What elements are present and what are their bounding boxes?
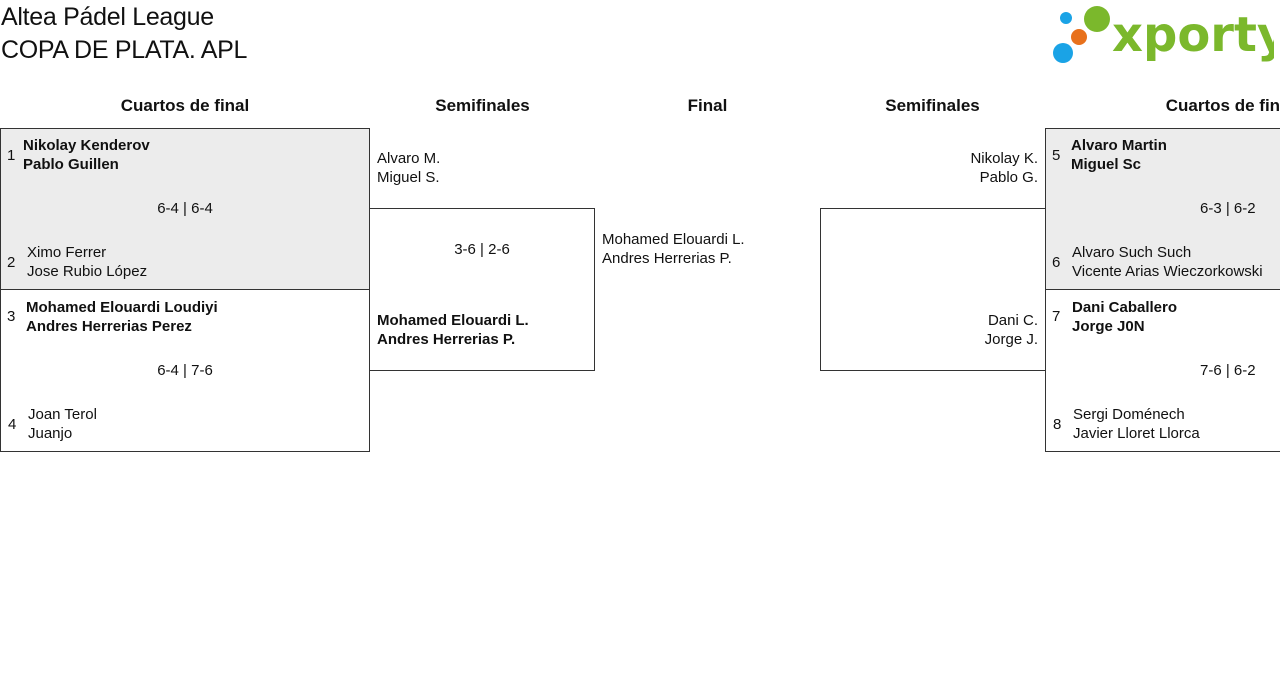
player-name: Andres Herrerias P. xyxy=(377,331,516,348)
column-header-right-quarterfinals: Cuartos de final xyxy=(1165,96,1280,115)
team-pair[interactable]: Mohamed Elouardi L. Andres Herrerias P. xyxy=(377,311,529,349)
player-name: Andres Herrerias Perez xyxy=(26,318,192,335)
player-name: Mohamed Elouardi Loudiyi xyxy=(26,299,218,316)
xporty-logo: xporty xyxy=(1053,6,1274,63)
column-header-final: Final xyxy=(687,96,728,115)
player-name: Joan Terol xyxy=(28,406,97,423)
right-qf-match-1[interactable] xyxy=(1045,128,1280,290)
player-name: Andres Herrerias P. xyxy=(602,250,732,267)
team-pair[interactable]: Sergi Doménech Javier Lloret Llorca xyxy=(1073,405,1200,443)
player-name: Mohamed Elouardi L. xyxy=(602,231,745,248)
team-pair[interactable]: Nikolay K. Pablo G. xyxy=(970,149,1038,187)
player-name: Pablo Guillen xyxy=(23,156,119,173)
logo-dot-green xyxy=(1084,6,1110,32)
column-header-left-quarterfinals: Cuartos de final xyxy=(120,96,250,115)
match-score: 6-4 | 6-4 xyxy=(157,200,213,217)
player-name: Alvaro Such Such xyxy=(1072,244,1192,261)
player-name: Alvaro M. xyxy=(377,150,441,167)
team-pair[interactable]: Dani Caballero Jorge J0N xyxy=(1072,298,1177,336)
team-pair[interactable]: Alvaro Such Such Vicente Arias Wieczorko… xyxy=(1072,243,1263,281)
seed-number: 5 xyxy=(1052,147,1061,164)
player-name: Pablo G. xyxy=(979,169,1038,186)
player-name: Dani C. xyxy=(987,312,1038,329)
player-name: Nikolay K. xyxy=(970,150,1038,167)
finalist-pair[interactable]: Mohamed Elouardi L. Andres Herrerias P. xyxy=(602,230,745,268)
player-name: Vicente Arias Wieczorkowski xyxy=(1072,263,1263,280)
player-name: Juanjo xyxy=(28,425,73,442)
player-name: Sergi Doménech xyxy=(1073,406,1185,423)
match-score: 6-4 | 7-6 xyxy=(157,362,213,379)
right-qf-match-2[interactable] xyxy=(1045,289,1280,452)
column-header-left-semifinals: Semifinales xyxy=(435,96,530,115)
cup-title: COPA DE PLATA. APL xyxy=(1,36,248,64)
team-pair[interactable]: Alvaro M. Miguel S. xyxy=(377,149,440,187)
player-name: Alvaro Martin xyxy=(1071,137,1167,154)
logo-dot-orange xyxy=(1071,29,1087,45)
player-name: Ximo Ferrer xyxy=(27,244,107,261)
team-pair[interactable]: Joan Terol Juanjo xyxy=(28,405,97,443)
player-name: Miguel S. xyxy=(377,169,440,186)
player-name: Jose Rubio López xyxy=(27,263,148,280)
match-score: 3-6 | 2-6 xyxy=(454,241,510,258)
player-name: Nikolay Kenderov xyxy=(23,137,150,154)
team-pair[interactable]: Alvaro Martin Miguel Sc xyxy=(1071,136,1167,174)
logo-dot-blue xyxy=(1053,43,1073,63)
column-header-right-semifinals: Semifinales xyxy=(885,96,980,115)
seed-number: 2 xyxy=(7,254,16,271)
team-pair[interactable]: Ximo Ferrer Jose Rubio López xyxy=(27,243,147,281)
seed-number: 7 xyxy=(1052,308,1061,325)
left-qf-match-1[interactable] xyxy=(0,128,370,290)
match-score: 6-3 | 6-2 xyxy=(1200,200,1256,217)
player-name: Mohamed Elouardi L. xyxy=(377,312,529,329)
player-name: Jorge J0N xyxy=(1072,318,1145,335)
player-name: Javier Lloret Llorca xyxy=(1073,425,1200,442)
match-score: 7-6 | 6-2 xyxy=(1200,362,1256,379)
league-title: Altea Pádel League xyxy=(1,3,214,31)
logo-text: xporty xyxy=(1112,7,1274,63)
team-pair[interactable]: Mohamed Elouardi Loudiyi Andres Herreria… xyxy=(26,298,218,336)
seed-number: 8 xyxy=(1053,416,1062,433)
seed-number: 6 xyxy=(1052,254,1061,271)
player-name: Miguel Sc xyxy=(1071,156,1142,173)
team-pair[interactable]: Nikolay Kenderov Pablo Guillen xyxy=(23,136,150,174)
player-name: Jorge J. xyxy=(984,331,1038,348)
player-name: Dani Caballero xyxy=(1072,299,1178,316)
seed-number: 4 xyxy=(8,416,17,433)
left-sf-match[interactable] xyxy=(369,208,595,371)
team-pair[interactable]: Dani C. Jorge J. xyxy=(985,311,1038,349)
seed-number: 1 xyxy=(7,147,16,164)
logo-dot-blue-small xyxy=(1060,12,1072,24)
seed-number: 3 xyxy=(7,308,16,325)
